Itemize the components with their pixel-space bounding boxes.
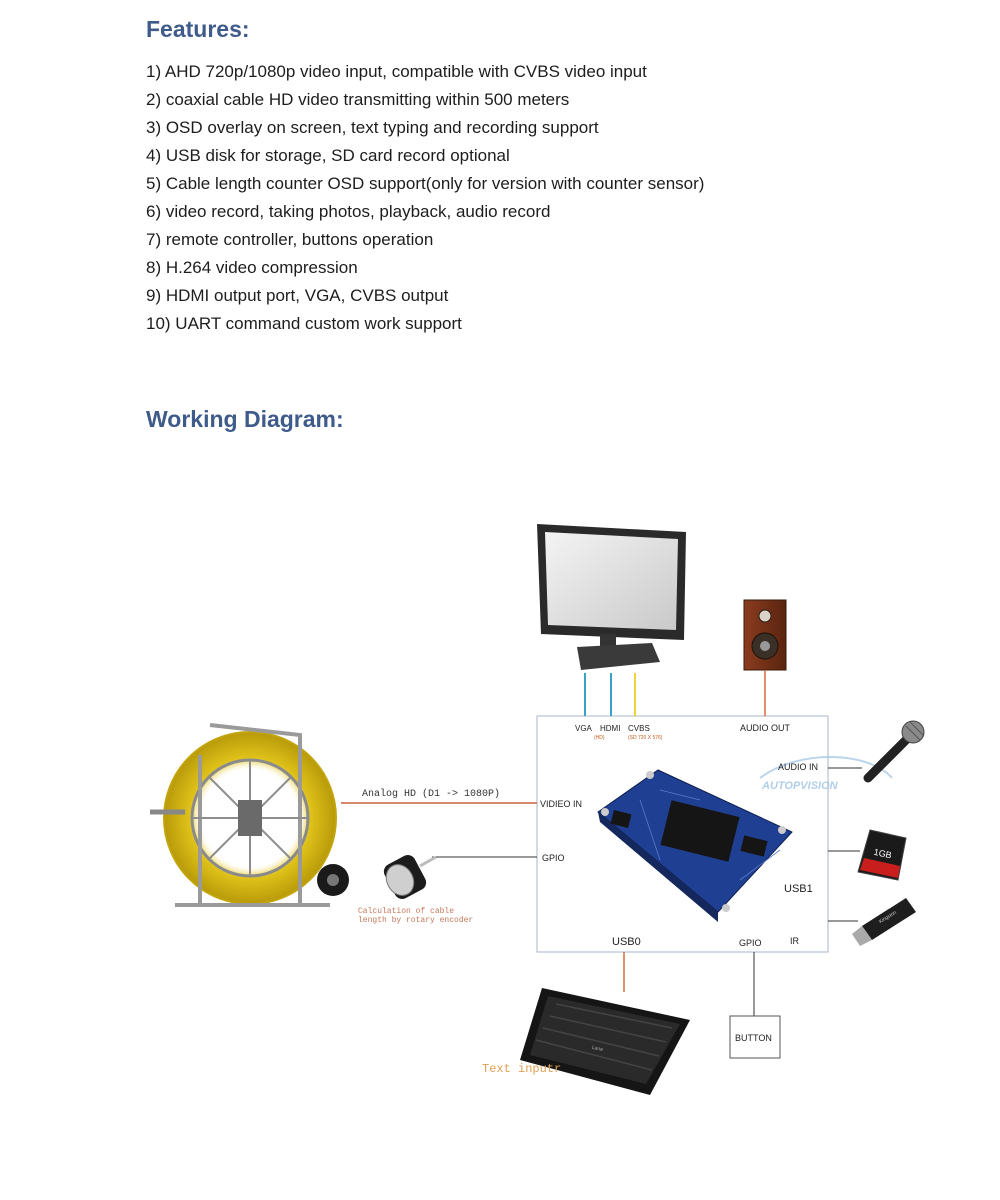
feature-item-10: 10) UART command custom work support — [146, 314, 462, 333]
working-diagram: VGA HDMI CVBS (HD) (SD 720 X 576) AUDIO … — [150, 524, 925, 1095]
feature-item-5: 5) Cable length counter OSD support(only… — [146, 174, 705, 193]
cvbs-note: (SD 720 X 576) — [628, 735, 663, 741]
watermark: AUTOPVISION — [761, 780, 839, 792]
gpio-left-label: GPIO — [542, 853, 565, 863]
feature-item-1: 1) AHD 720p/1080p video input, compatibl… — [146, 62, 647, 81]
cable-reel-icon — [150, 723, 349, 907]
monitor-icon — [537, 524, 686, 670]
cvbs-port-label: CVBS — [628, 724, 650, 733]
feature-item-2: 2) coaxial cable HD video transmitting w… — [146, 90, 570, 109]
sd-card-icon: 1GB — [857, 829, 907, 881]
text-input-label: Text inputr — [482, 1062, 561, 1076]
rotary-encoder-icon — [383, 855, 437, 899]
audio-out-label: AUDIO OUT — [740, 723, 791, 733]
feature-item-8: 8) H.264 video compression — [146, 258, 358, 277]
features-heading: Features: — [146, 16, 250, 42]
sd-card-text: 1GB — [873, 847, 893, 861]
circuit-board-icon — [597, 769, 793, 922]
watermark-swoosh — [759, 756, 893, 779]
usb-stick-icon: Kingston — [852, 898, 916, 946]
hdmi-note: (HD) — [594, 735, 605, 741]
feature-item-3: 3) OSD overlay on screen, text typing an… — [146, 118, 599, 137]
feature-item-6: 6) video record, taking photos, playback… — [146, 202, 551, 221]
keyboard-brand: Lane — [591, 1045, 603, 1053]
video-in-label: VIDIEO IN — [540, 799, 582, 809]
feature-item-4: 4) USB disk for storage, SD card record … — [146, 146, 510, 165]
vga-port-label: VGA — [575, 724, 593, 733]
gpio-bottom-label: GPIO — [739, 938, 762, 948]
feature-item-9: 9) HDMI output port, VGA, CVBS output — [146, 286, 449, 305]
encoder-caption-line2: length by rotary encoder — [358, 916, 473, 925]
encoder-caption-line1: Calculation of cable — [358, 907, 454, 916]
button-box — [729, 1015, 781, 1059]
feature-list: 1) AHD 720p/1080p video input, compatibl… — [146, 58, 704, 338]
working-diagram-heading: Working Diagram: — [146, 406, 344, 432]
audio-in-label: AUDIO IN — [778, 762, 818, 772]
button-label: BUTTON — [735, 1033, 772, 1043]
keyboard-icon: Lane — [520, 988, 690, 1095]
analog-hd-label: Analog HD (D1 -> 1080P) — [362, 788, 500, 800]
usb0-label: USB0 — [612, 936, 641, 948]
ir-label: IR — [790, 936, 800, 946]
usb1-label: USB1 — [784, 883, 813, 895]
hdmi-port-label: HDMI — [600, 724, 620, 733]
speaker-icon — [743, 599, 787, 671]
microphone-icon — [863, 720, 925, 783]
feature-item-7: 7) remote controller, buttons operation — [146, 230, 434, 249]
